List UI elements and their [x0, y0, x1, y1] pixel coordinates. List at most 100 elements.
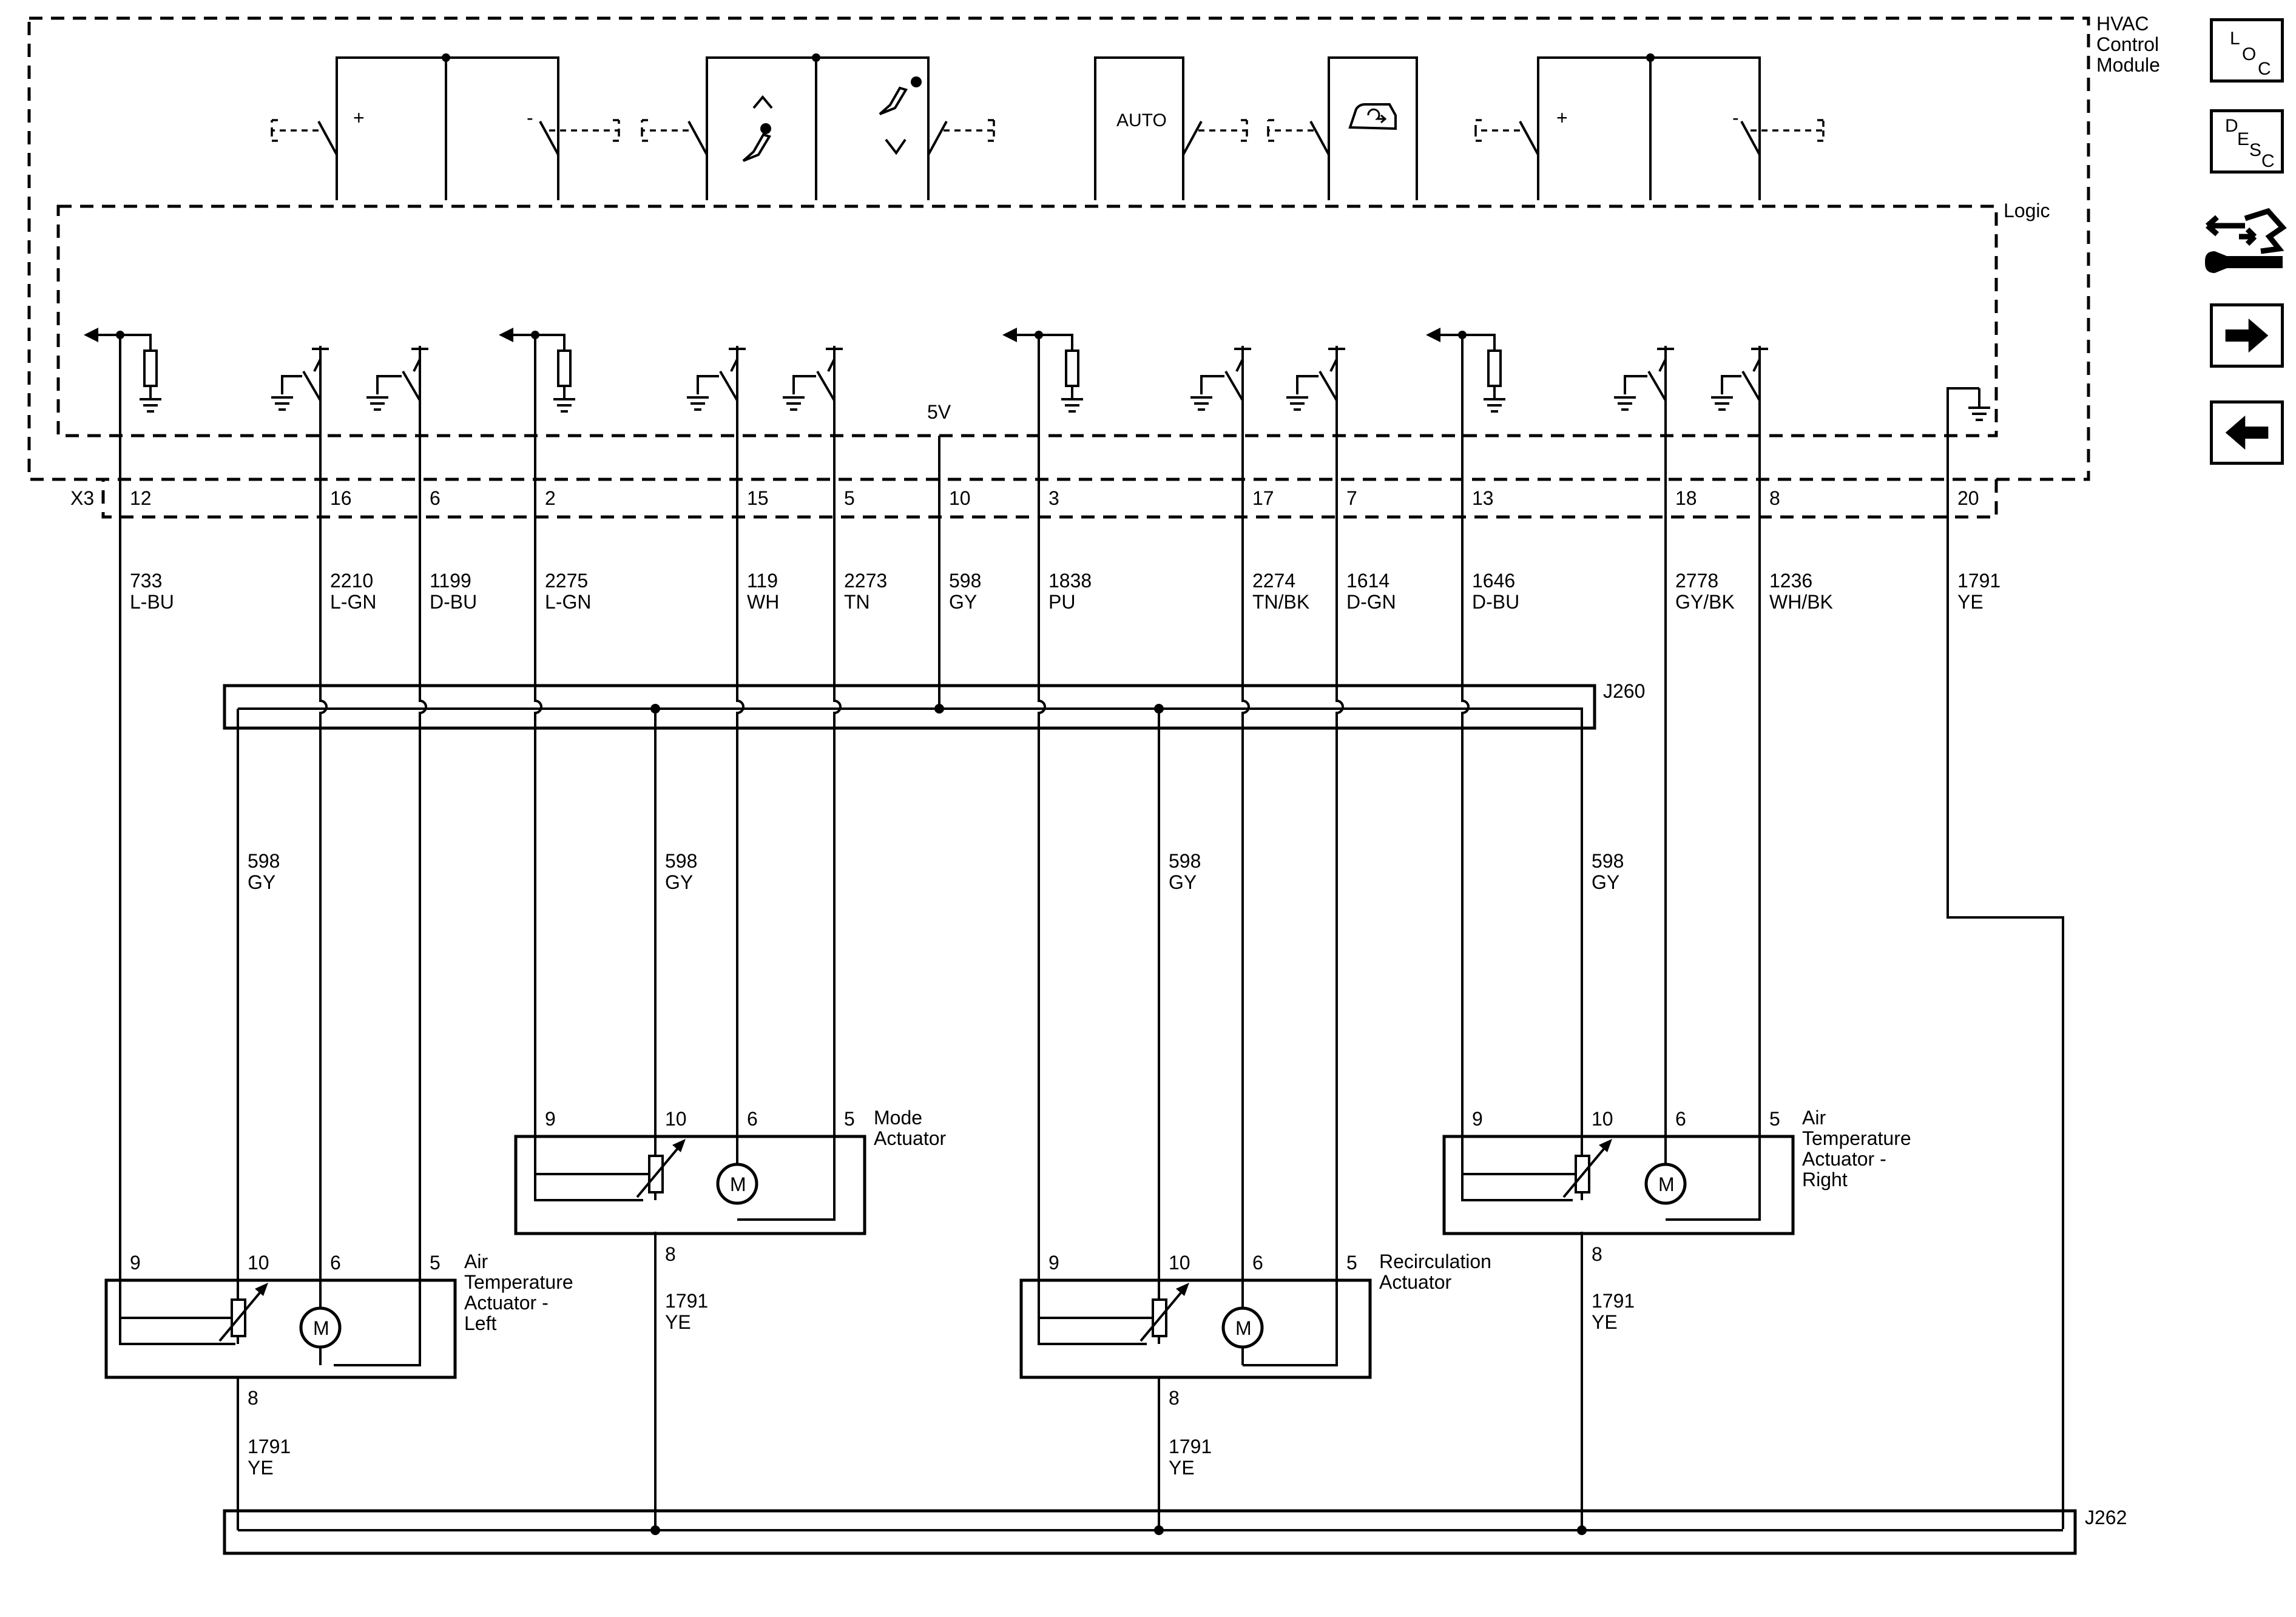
actuator-body	[104, 1278, 457, 1379]
splice-j262-label: J262	[2085, 1507, 2127, 1528]
actuator-pin-number: 5	[1346, 1252, 1357, 1274]
actuator-ground-pin: 8	[665, 1243, 676, 1265]
reference-output-symbol	[1426, 328, 1505, 436]
wire-color: GY	[949, 591, 977, 613]
branch-circuit: 598	[248, 850, 280, 872]
circuit-number: 1236	[1769, 570, 1812, 592]
motor-label: M	[1235, 1317, 1252, 1339]
motor-symbol	[716, 1163, 758, 1205]
location-button[interactable]: L O C	[2210, 18, 2284, 83]
pin-number: 2	[545, 487, 556, 509]
pin-number: 6	[430, 487, 441, 509]
actuator-name-line: Mode	[874, 1107, 922, 1129]
logic-label: Logic	[2004, 200, 2050, 221]
actuator-name-line: Left	[464, 1312, 496, 1334]
supply-5v-label: 5V	[927, 401, 951, 423]
recirculation-icon	[1348, 103, 1397, 130]
ground-circuit: 1791	[1169, 1436, 1212, 1457]
reference-output-symbol	[84, 328, 161, 436]
wire-color: D-GN	[1346, 591, 1396, 613]
motor-symbol	[1644, 1163, 1687, 1205]
previous-page-button[interactable]	[2210, 400, 2284, 465]
branch-circuit: 598	[1592, 850, 1624, 872]
switch-plus-right: +	[1556, 107, 1568, 129]
branch-color: GY	[665, 871, 693, 893]
circuit-number: 1791	[1957, 570, 2001, 592]
wire-color: YE	[1957, 591, 1984, 613]
motor-symbol	[299, 1306, 342, 1349]
branch-labels: 598GY598GY598GY598GY1791YE1791YE1791YE17…	[248, 850, 1635, 1479]
auto-label: AUTO	[1116, 110, 1167, 130]
wire-color: TN	[844, 591, 870, 613]
actuator-pin-number: 9	[1472, 1108, 1483, 1130]
next-page-button[interactable]	[2210, 303, 2284, 368]
pin-number: 20	[1957, 487, 1979, 509]
circuit-number: 1614	[1346, 570, 1389, 592]
wire-color: GY/BK	[1675, 591, 1735, 613]
wiring	[119, 333, 2077, 1555]
switch-plus-left: +	[353, 107, 365, 129]
hvac-control-module: HVAC Control Module Logic X3	[27, 13, 2160, 519]
reference-output-symbol	[499, 328, 575, 436]
actuator-name-line: Actuator -	[464, 1292, 549, 1314]
reference-output-symbol	[1002, 328, 1083, 436]
circuit-number: 2273	[844, 570, 887, 592]
branch-circuit: 598	[665, 850, 697, 872]
loc-letter-o: O	[2242, 44, 2257, 64]
wire-color: WH/BK	[1769, 591, 1833, 613]
motor-label: M	[313, 1317, 329, 1339]
ground-color: YE	[1592, 1311, 1618, 1333]
ground-color: YE	[1169, 1457, 1195, 1479]
circuit-number: 598	[949, 570, 981, 592]
actuator-name-line: Air	[1802, 1107, 1826, 1129]
ground-color: YE	[248, 1457, 274, 1479]
circuit-number: 733	[130, 570, 162, 592]
actuator-name-line: Recirculation	[1379, 1251, 1491, 1272]
circuit-number: 2210	[330, 570, 373, 592]
pin-number: 15	[747, 487, 769, 509]
actuator-body	[1442, 1135, 1795, 1235]
circuit-number: 2778	[1675, 570, 1718, 592]
ground-circuit: 1791	[248, 1436, 291, 1457]
actuator-pin-number: 10	[665, 1108, 687, 1130]
motor-label: M	[730, 1173, 746, 1195]
desc-letter-c: C	[2261, 151, 2275, 171]
actuator-name-line: Actuator	[1379, 1271, 1452, 1293]
actuator-body	[1019, 1278, 1372, 1379]
actuator-name-line: Actuator	[874, 1127, 947, 1149]
connector-repair-icon[interactable]	[2203, 200, 2288, 279]
circuit-number: 1838	[1048, 570, 1092, 592]
module-title-line-2: Control	[2096, 33, 2159, 55]
wire-color: TN/BK	[1252, 591, 1309, 613]
pin-number: 8	[1769, 487, 1780, 509]
pin-number: 13	[1472, 487, 1494, 509]
previous-arrow-icon	[2225, 415, 2269, 450]
pin-number: 7	[1346, 487, 1357, 509]
description-button[interactable]: D E S C	[2210, 109, 2284, 174]
pin-number: 5	[844, 487, 855, 509]
actuator-pin-number: 6	[330, 1252, 341, 1274]
connector-label: X3	[70, 487, 94, 509]
actuator-pin-number: 6	[1252, 1252, 1263, 1274]
branch-color: GY	[1592, 871, 1619, 893]
loc-letter-l: L	[2230, 29, 2240, 49]
actuator-pin-number: 10	[1592, 1108, 1613, 1130]
switch-minus-left: -	[527, 107, 533, 129]
wire-color: L-BU	[130, 591, 174, 613]
splice-j260-label: J260	[1603, 680, 1645, 702]
circuit-number: 119	[747, 570, 778, 592]
switch-bank: + - AUTO	[271, 53, 1825, 200]
module-title-line-3: Module	[2096, 54, 2160, 76]
pin-number: 3	[1048, 487, 1059, 509]
actuator-pin-number: 5	[1769, 1108, 1780, 1130]
wire-color: PU	[1048, 591, 1075, 613]
seat-down-icon	[879, 76, 922, 155]
desc-letter-s: S	[2249, 140, 2262, 160]
actuator-pin-number: 10	[248, 1252, 269, 1274]
pin-number: 18	[1675, 487, 1697, 509]
